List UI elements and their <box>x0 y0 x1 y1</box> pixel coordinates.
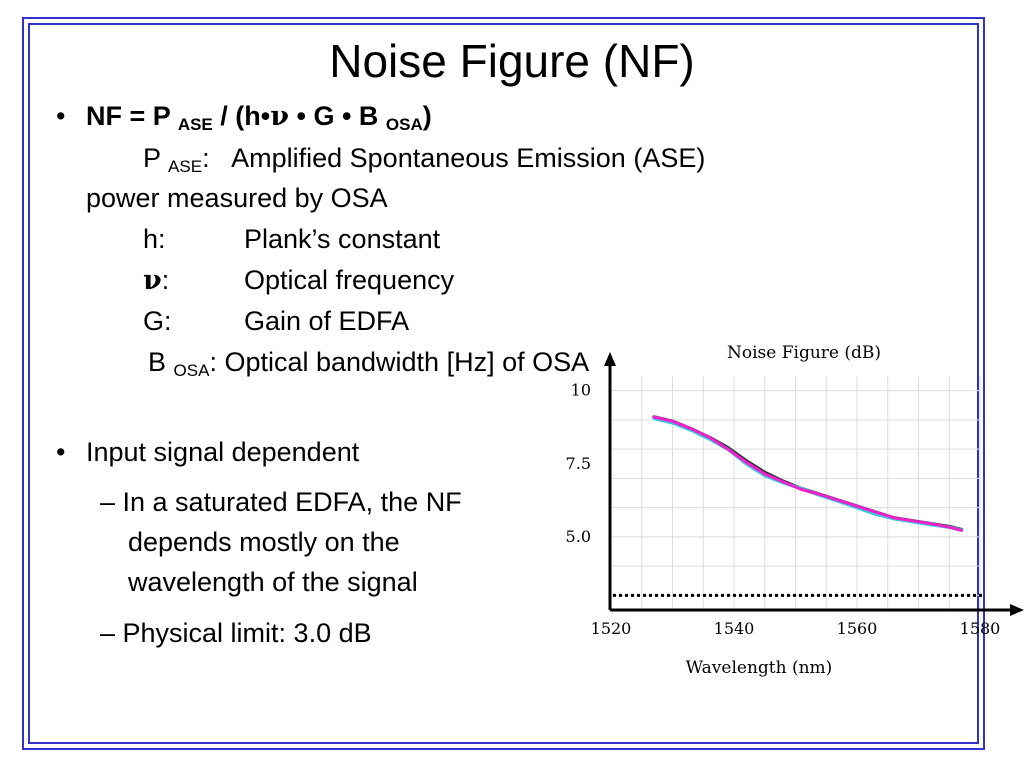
def-p-sym: P <box>143 143 161 173</box>
def-nu-text: Optical frequency <box>244 265 455 295</box>
sub-bullet-saturated-2: depends mostly on the <box>128 527 400 557</box>
x-tick-label: 1540 <box>714 619 755 638</box>
bullet-marker-2: • <box>56 437 66 467</box>
x-tick-label: 1580 <box>960 619 1001 638</box>
formula-prefix: NF = P <box>86 101 171 131</box>
def-p-cont: power measured by OSA <box>86 183 388 213</box>
sub-bullet-physical-limit: – Physical limit: 3.0 dB <box>100 618 372 648</box>
chart-grid <box>610 376 981 610</box>
def-b-osa: B OSA: Optical bandwidth [Hz] of OSA <box>148 346 590 380</box>
def-g-sym: G: <box>143 306 172 336</box>
x-tick-label: 1520 <box>591 619 632 638</box>
def-p-colon: : <box>202 143 210 173</box>
y-tick-label: 5.0 <box>566 527 591 546</box>
bullet-marker-1: • <box>56 101 66 131</box>
def-nu: ν: <box>143 264 169 297</box>
formula-sub-ase: ASE <box>177 115 213 134</box>
sub-bullet-saturated-1: – In a saturated EDFA, the NF <box>100 487 462 517</box>
series-line-2 <box>652 416 964 532</box>
slide-title: Noise Figure (NF) <box>329 35 695 87</box>
def-g-text: Gain of EDFA <box>244 306 410 336</box>
def-p-text: Amplified Spontaneous Emission (ASE) <box>231 143 706 173</box>
y-tick-label: 10 <box>571 381 591 400</box>
formula-sub-osa: OSA <box>385 115 423 134</box>
series-line-3 <box>652 415 964 532</box>
def-nu-sym: ν <box>143 265 162 296</box>
sub-bullet-saturated-3: wavelength of the signal <box>128 567 418 597</box>
def-p-sub: ASE <box>168 157 203 176</box>
y-tick-label: 7.5 <box>566 454 591 473</box>
slide-border-outer <box>22 17 985 750</box>
def-p-ase: P ASE: Amplified Spontaneous Emission (A… <box>143 142 706 176</box>
tick-layer: 1520 1540 1560 1580 10 7.5 5.0 <box>566 381 1001 638</box>
formula-nu: ν <box>270 101 289 132</box>
bullet-input-signal: Input signal dependent <box>86 437 360 467</box>
def-h-text: Plank’s constant <box>244 224 441 254</box>
y-axis-arrow <box>604 352 616 366</box>
axis-layer <box>604 352 1024 616</box>
x-axis-label: Wavelength (nm) <box>686 658 833 678</box>
def-b-sym: B <box>148 347 167 377</box>
chart-title: Noise Figure (dB) <box>727 343 881 363</box>
def-b-sub: OSA <box>173 361 210 380</box>
def-h-sym: h: <box>143 224 166 254</box>
x-axis-arrow <box>1010 604 1024 616</box>
formula-tail: • G • B <box>288 101 379 131</box>
def-b-text: : Optical bandwidth [Hz] of OSA <box>209 347 590 377</box>
formula-middle: / (h• <box>220 101 271 131</box>
formula-close: ) <box>422 101 432 131</box>
nf-formula: NF = P ASE / (h•ν • G • B OSA) <box>86 100 432 133</box>
def-nu-colon: : <box>161 265 170 295</box>
x-tick-label: 1560 <box>837 619 878 638</box>
slide-border-inner <box>28 23 979 744</box>
series-layer <box>652 415 964 532</box>
